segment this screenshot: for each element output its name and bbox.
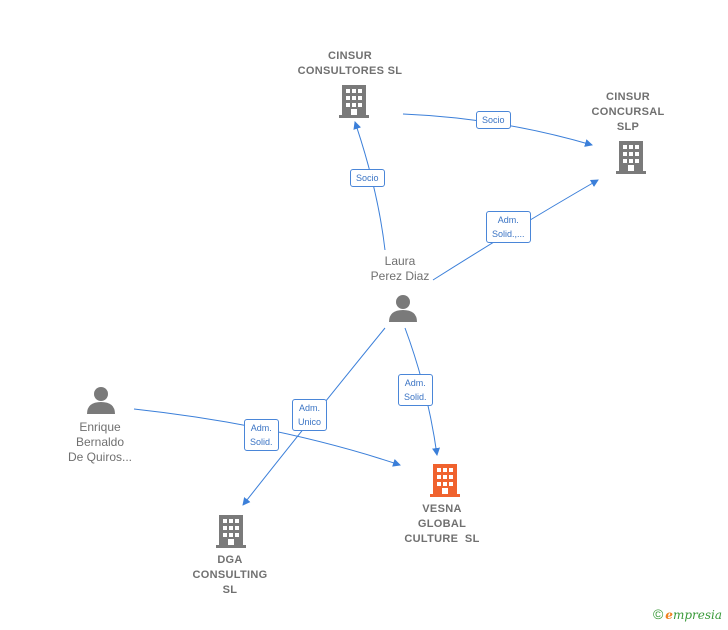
dga-building-icon[interactable]	[216, 515, 246, 548]
edge-label-socio-consultores-concursal[interactable]: Socio	[476, 111, 511, 129]
edge-label-adm-solid-enrique[interactable]: Adm. Solid.	[244, 419, 279, 451]
laura-person-icon[interactable]	[389, 295, 417, 322]
vesna-building-icon[interactable]	[430, 464, 460, 497]
cinsur-concursal-building-icon[interactable]	[616, 141, 646, 174]
node-label-cinsur-consultores[interactable]: CINSUR CONSULTORES SL	[297, 50, 403, 77]
edge-laura-to-cinsur-consultores	[353, 121, 386, 251]
cinsur-consultores-building-icon[interactable]	[339, 85, 369, 118]
edge-label-adm-unico[interactable]: Adm. Unico	[292, 399, 328, 431]
edge-label-adm-solid-vesna[interactable]: Adm. Solid.	[398, 374, 433, 406]
node-label-dga[interactable]: DGA CONSULTING SL	[192, 554, 268, 596]
enrique-person-icon[interactable]	[87, 387, 115, 414]
node-label-cinsur-concursal[interactable]: CINSUR CONCURSAL SLP	[591, 91, 665, 133]
edge-label-adm-solid-concursal[interactable]: Adm. Solid.,...	[486, 211, 531, 243]
empresia-logo: ©empresia	[652, 606, 722, 622]
edge-label-socio-laura-consultores[interactable]: Socio	[350, 169, 385, 187]
node-label-laura[interactable]: Laura Perez Diaz	[370, 254, 430, 283]
node-label-enrique[interactable]: Enrique Bernaldo De Quiros...	[67, 420, 133, 464]
node-label-vesna[interactable]: VESNA GLOBAL CULTURE SL	[404, 503, 480, 545]
